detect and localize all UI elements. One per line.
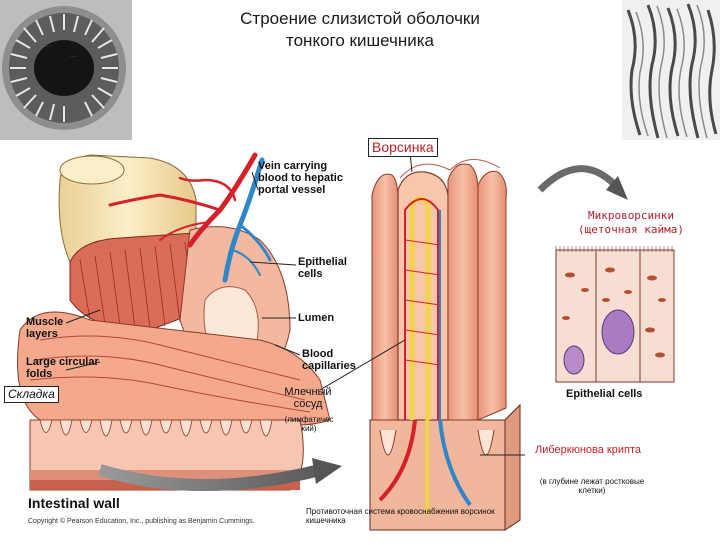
title-line-2: тонкого кишечника xyxy=(286,30,434,50)
epithelial-cells-caption: Epithelial cells xyxy=(566,388,643,400)
intestinal-wall-label: Intestinal wall xyxy=(28,495,120,511)
epithelial-cells-label: Epithelial cells xyxy=(298,256,347,281)
fold-label: Складка xyxy=(4,386,59,404)
crypt-label: Либеркюнова крипта xyxy=(535,444,641,456)
circular-folds-label: Large circular folds xyxy=(26,356,99,381)
brush-border-line: (щеточная кайма) xyxy=(578,223,684,237)
arrow-to-villus xyxy=(98,458,342,491)
microvilli-line: Микроворсинки xyxy=(587,209,675,222)
epithelial-cell-panel xyxy=(555,246,675,383)
lumen-label: Lumen xyxy=(298,312,335,324)
svg-text:· · ·: · · · xyxy=(70,54,76,59)
villus-label: Ворсинка xyxy=(368,138,438,158)
microvilli-label: Микроворсинки (щеточная кайма) xyxy=(566,209,696,237)
leader-lines xyxy=(65,152,525,456)
micrograph-cross-section: · · · · · · · xyxy=(0,0,132,140)
countercurrent-note: Противоточная система кровоснабжения вор… xyxy=(306,507,495,525)
crypt-note: (в глубине лежат ростковые клетки) xyxy=(539,477,645,495)
copyright: Copyright © Pearson Education, Inc., pub… xyxy=(28,518,255,525)
micrograph-villi xyxy=(622,0,720,140)
svg-text:· · · ·: · · · · xyxy=(42,44,51,49)
title-line-1: Строение слизистой оболочки xyxy=(240,9,480,28)
page-title: Строение слизистой оболочки тонкого кише… xyxy=(180,9,540,50)
lymphatic-label: (лимфатичес кий) xyxy=(284,415,334,433)
intestinal-tube xyxy=(17,154,331,491)
villus-detail xyxy=(369,159,521,531)
blood-capillaries-label: Blood capillaries xyxy=(302,348,356,373)
vein-label: Vein carrying blood to hepatic portal ve… xyxy=(258,160,343,197)
arrow-to-microvilli xyxy=(537,165,628,200)
muscle-layers-label: Muscle layers xyxy=(26,316,64,341)
lacteal-label: Млечный сосуд xyxy=(284,386,332,411)
